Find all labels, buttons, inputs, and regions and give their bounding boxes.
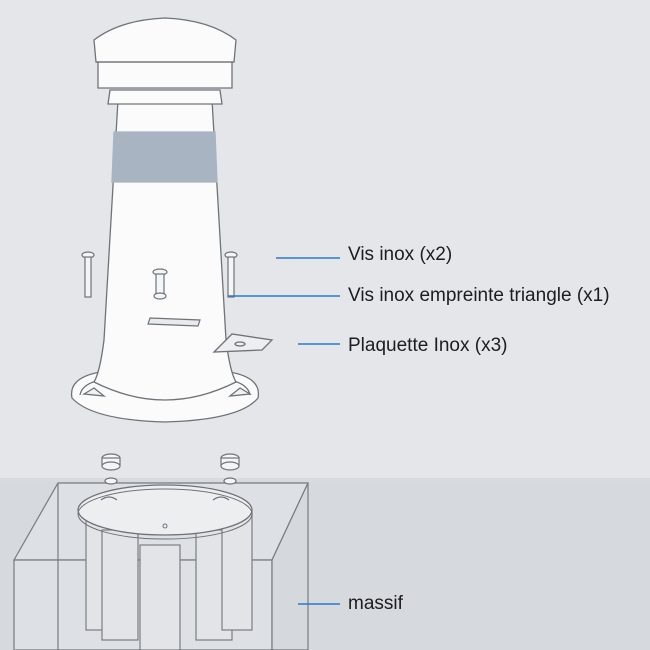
stainless-screws	[81, 251, 238, 298]
label-triangle-screw: Vis inox empreinte triangle (x1)	[348, 285, 610, 306]
label-plates: Plaquette Inox (x3)	[348, 335, 508, 356]
leader-lines	[228, 257, 340, 605]
anchor-bars	[85, 511, 253, 650]
stainless-plate	[212, 333, 274, 353]
triangle-screw	[152, 268, 168, 300]
label-foundation: massif	[348, 593, 403, 614]
anchor-plate	[77, 484, 253, 540]
label-screws: Vis inox (x2)	[348, 244, 453, 265]
bollard	[70, 17, 260, 423]
nuts-and-washers	[101, 453, 240, 485]
stainless-plate-slot	[147, 317, 201, 327]
